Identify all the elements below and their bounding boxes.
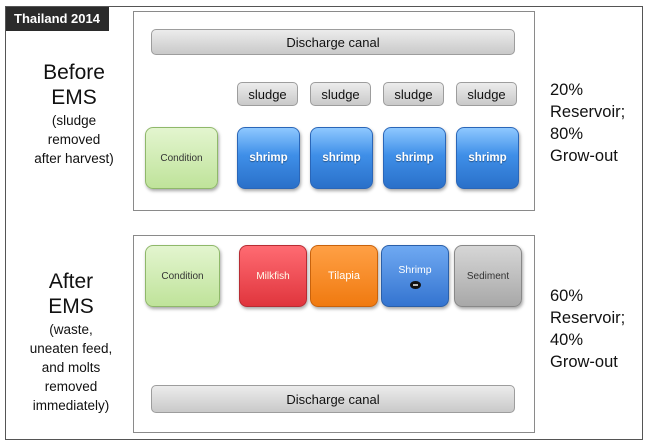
before-condition-pond: Condition — [145, 127, 218, 189]
after-ratio-1: 60% — [550, 287, 584, 305]
after-discharge-canal: Discharge canal — [151, 385, 515, 413]
tilapia-pond: Tilapia — [310, 245, 378, 307]
drain-icon — [409, 280, 421, 289]
sludge-box-1: sludge — [237, 82, 298, 106]
before-heading-1: Before — [43, 61, 105, 84]
title-badge: Thailand 2014 — [6, 7, 109, 31]
after-shrimp-pond: Shrimp — [381, 245, 449, 307]
after-heading-1: After — [48, 270, 94, 293]
after-shrimp-label: Shrimp — [398, 263, 432, 276]
after-ratio-4: Grow-out — [550, 353, 618, 371]
sediment-pond: Sediment — [454, 245, 522, 307]
after-note-2: uneaten feed, — [29, 341, 113, 356]
sludge-box-4: sludge — [456, 82, 517, 106]
after-note-3: and molts — [41, 360, 101, 375]
before-heading-2: EMS — [51, 86, 97, 109]
after-note-1: (waste, — [49, 322, 93, 337]
before-ratio-2: Reservoir; — [550, 103, 626, 121]
shrimp-pond-1: shrimp — [237, 127, 300, 189]
shrimp-pond-2: shrimp — [310, 127, 373, 189]
before-note-1: (sludge — [51, 113, 97, 128]
before-note-3: after harvest) — [34, 151, 114, 166]
after-heading-2: EMS — [48, 295, 94, 318]
after-note-4: removed — [44, 379, 98, 394]
milkfish-pond: Milkfish — [239, 245, 307, 307]
diagram-frame: Thailand 2014 Before EMS (sludge removed… — [5, 6, 643, 440]
before-discharge-canal: Discharge canal — [151, 29, 515, 55]
shrimp-pond-3: shrimp — [383, 127, 446, 189]
shrimp-pond-4: shrimp — [456, 127, 519, 189]
after-ratio-3: 40% — [550, 331, 584, 349]
before-ratio-4: Grow-out — [550, 147, 618, 165]
after-note-5: immediately) — [32, 398, 110, 413]
before-ratio-1: 20% — [550, 81, 584, 99]
after-condition-pond: Condition — [145, 245, 220, 307]
sludge-box-3: sludge — [383, 82, 444, 106]
before-label: Before EMS (sludge removed after harvest… — [20, 60, 128, 167]
after-ratio-2: Reservoir; — [550, 309, 626, 327]
before-note-2: removed — [47, 132, 101, 147]
after-ratio: 60% Reservoir; 40% Grow-out — [550, 285, 625, 373]
before-ratio: 20% Reservoir; 80% Grow-out — [550, 79, 625, 167]
sludge-box-2: sludge — [310, 82, 371, 106]
after-label: After EMS (waste, uneaten feed, and molt… — [11, 269, 131, 414]
before-ratio-3: 80% — [550, 125, 584, 143]
